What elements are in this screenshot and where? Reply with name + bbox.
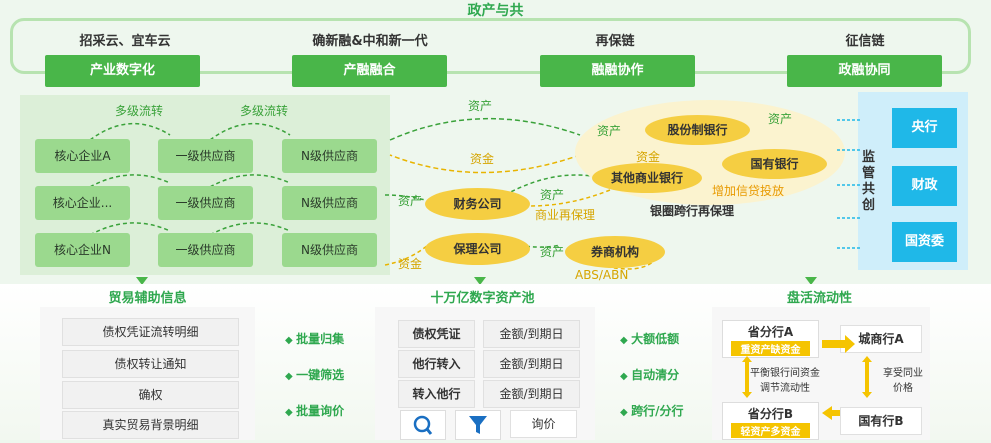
grid-node-r1c3: N级供应商 xyxy=(282,139,377,173)
asset-to-broker-label: 资产 xyxy=(540,245,565,259)
bank-asset-right: 资产 xyxy=(768,112,793,126)
bank-fund-mid: 资金 xyxy=(636,150,661,164)
city-bank-a: 城商行A xyxy=(840,325,922,353)
factoring-company: 保理公司 xyxy=(425,233,530,265)
grid-node-r2c1: 核心企业... xyxy=(35,186,130,220)
filter-button[interactable] xyxy=(455,410,501,440)
prov-b-label: 省分行B xyxy=(747,407,794,421)
prov-b-note: 轻资产多资金 xyxy=(731,423,810,438)
inquiry-button[interactable]: 询价 xyxy=(510,410,577,438)
trade-row-4: 真实贸易背景明细 xyxy=(62,411,239,439)
filter-icon xyxy=(469,416,487,434)
bank-asset-left: 资产 xyxy=(597,124,622,138)
trade-row-2: 债权转让通知 xyxy=(62,350,239,378)
prov-a-label: 省分行A xyxy=(747,325,794,339)
flow-label-2: 多级流转 xyxy=(240,104,289,118)
regulator-arrows xyxy=(836,119,860,249)
feature-batch-inquiry: 批量询价 xyxy=(285,402,344,419)
category-2: 确新融&中和新一代 xyxy=(312,34,428,49)
grid-node-r2c2: 一级供应商 xyxy=(158,186,253,220)
other-commercial-bank: 其他商业银行 xyxy=(592,163,702,193)
pool-row-2-name: 他行转入 xyxy=(398,350,475,378)
prov-a-note: 重资产缺资金 xyxy=(731,341,810,356)
pool-row-3-value: 金额/到期日 xyxy=(483,380,580,408)
page-title: 政产与共 xyxy=(467,3,524,19)
pool-row-1-value: 金额/到期日 xyxy=(483,320,580,348)
pool-row-1-name: 债权凭证 xyxy=(398,320,475,348)
category-3: 再保链 xyxy=(595,34,635,49)
regulator-sasac: 国资委 xyxy=(892,222,957,262)
bar-industry-finance: 产融融合 xyxy=(292,55,447,87)
bar-gov-finance: 政融协同 xyxy=(787,55,942,87)
grid-node-r1c2: 一级供应商 xyxy=(158,139,253,173)
grid-node-r2c3: N级供应商 xyxy=(282,186,377,220)
feature-one-click-filter: 一键筛选 xyxy=(285,366,344,383)
trade-row-1: 债权凭证流转明细 xyxy=(62,318,239,346)
bank-cluster-caption: 银圈跨行再保理 xyxy=(650,204,735,218)
asset-to-bank-label: 资产 xyxy=(540,188,565,202)
grid-node-r3c3: N级供应商 xyxy=(282,233,377,267)
feature-auto-clearing: 自动清分 xyxy=(620,366,679,383)
bottom-mid-title: 十万亿数字资产池 xyxy=(430,291,535,306)
pool-row-3-name: 转入他行 xyxy=(398,380,475,408)
broker: 券商机构 xyxy=(565,236,665,268)
prov-a-box: 省分行A 重资产缺资金 xyxy=(722,320,819,358)
flow-label-1: 多级流转 xyxy=(115,104,164,118)
finance-company: 财务公司 xyxy=(425,188,530,220)
regulator-central-bank: 央行 xyxy=(892,108,957,148)
abs-abn-label: ABS/ABN xyxy=(575,268,629,282)
trade-row-3: 确权 xyxy=(62,381,239,409)
balance-note: 平衡银行间资金 调节流动性 xyxy=(750,368,820,394)
grid-node-r3c1: 核心企业N xyxy=(35,233,130,267)
fund-factoring-label: 资金 xyxy=(398,257,423,271)
bottom-left-title: 贸易辅助信息 xyxy=(108,291,187,306)
regulator-label: 监管共创 xyxy=(862,150,876,213)
bar-industrial-digitalization: 产业数字化 xyxy=(45,55,200,87)
category-1: 招采云、宜车云 xyxy=(79,34,171,49)
feature-large-small: 大额低额 xyxy=(620,330,679,347)
regulator-finance: 财政 xyxy=(892,166,957,206)
state-bank-b: 国有行B xyxy=(840,407,922,435)
left-grid-arrows xyxy=(89,123,291,236)
liquidity-arrows xyxy=(742,335,872,420)
feature-cross-bank: 跨行/分行 xyxy=(620,402,683,419)
category-4: 征信链 xyxy=(845,34,885,49)
pool-row-2-value: 金额/到期日 xyxy=(483,350,580,378)
state-owned-bank: 国有银行 xyxy=(722,149,827,179)
down-arrow-1 xyxy=(136,277,148,285)
down-arrow-3 xyxy=(805,277,817,285)
feature-batch-collect: 批量归集 xyxy=(285,330,344,347)
grid-node-r1c1: 核心企业A xyxy=(35,139,130,173)
commercial-refactoring-label: 商业再保理 xyxy=(535,208,596,222)
share-note: 享受同业 价格 xyxy=(883,368,923,394)
search-button[interactable] xyxy=(400,410,446,440)
credit-increase-label: 增加信贷投放 xyxy=(712,184,785,198)
fund-top-label: 资金 xyxy=(470,152,495,166)
joint-stock-bank: 股份制银行 xyxy=(645,115,750,145)
top-frame xyxy=(10,18,971,74)
grid-node-r3c2: 一级供应商 xyxy=(158,233,253,267)
prov-b-box: 省分行B 轻资产多资金 xyxy=(722,402,819,440)
asset-top-label: 资产 xyxy=(468,99,493,113)
down-arrow-2 xyxy=(474,277,486,285)
asset-finance-label: 资产 xyxy=(398,194,423,208)
search-icon xyxy=(413,415,433,435)
bar-finance-collab: 融融协作 xyxy=(540,55,695,87)
bottom-right-title: 盘活流动性 xyxy=(786,291,852,306)
